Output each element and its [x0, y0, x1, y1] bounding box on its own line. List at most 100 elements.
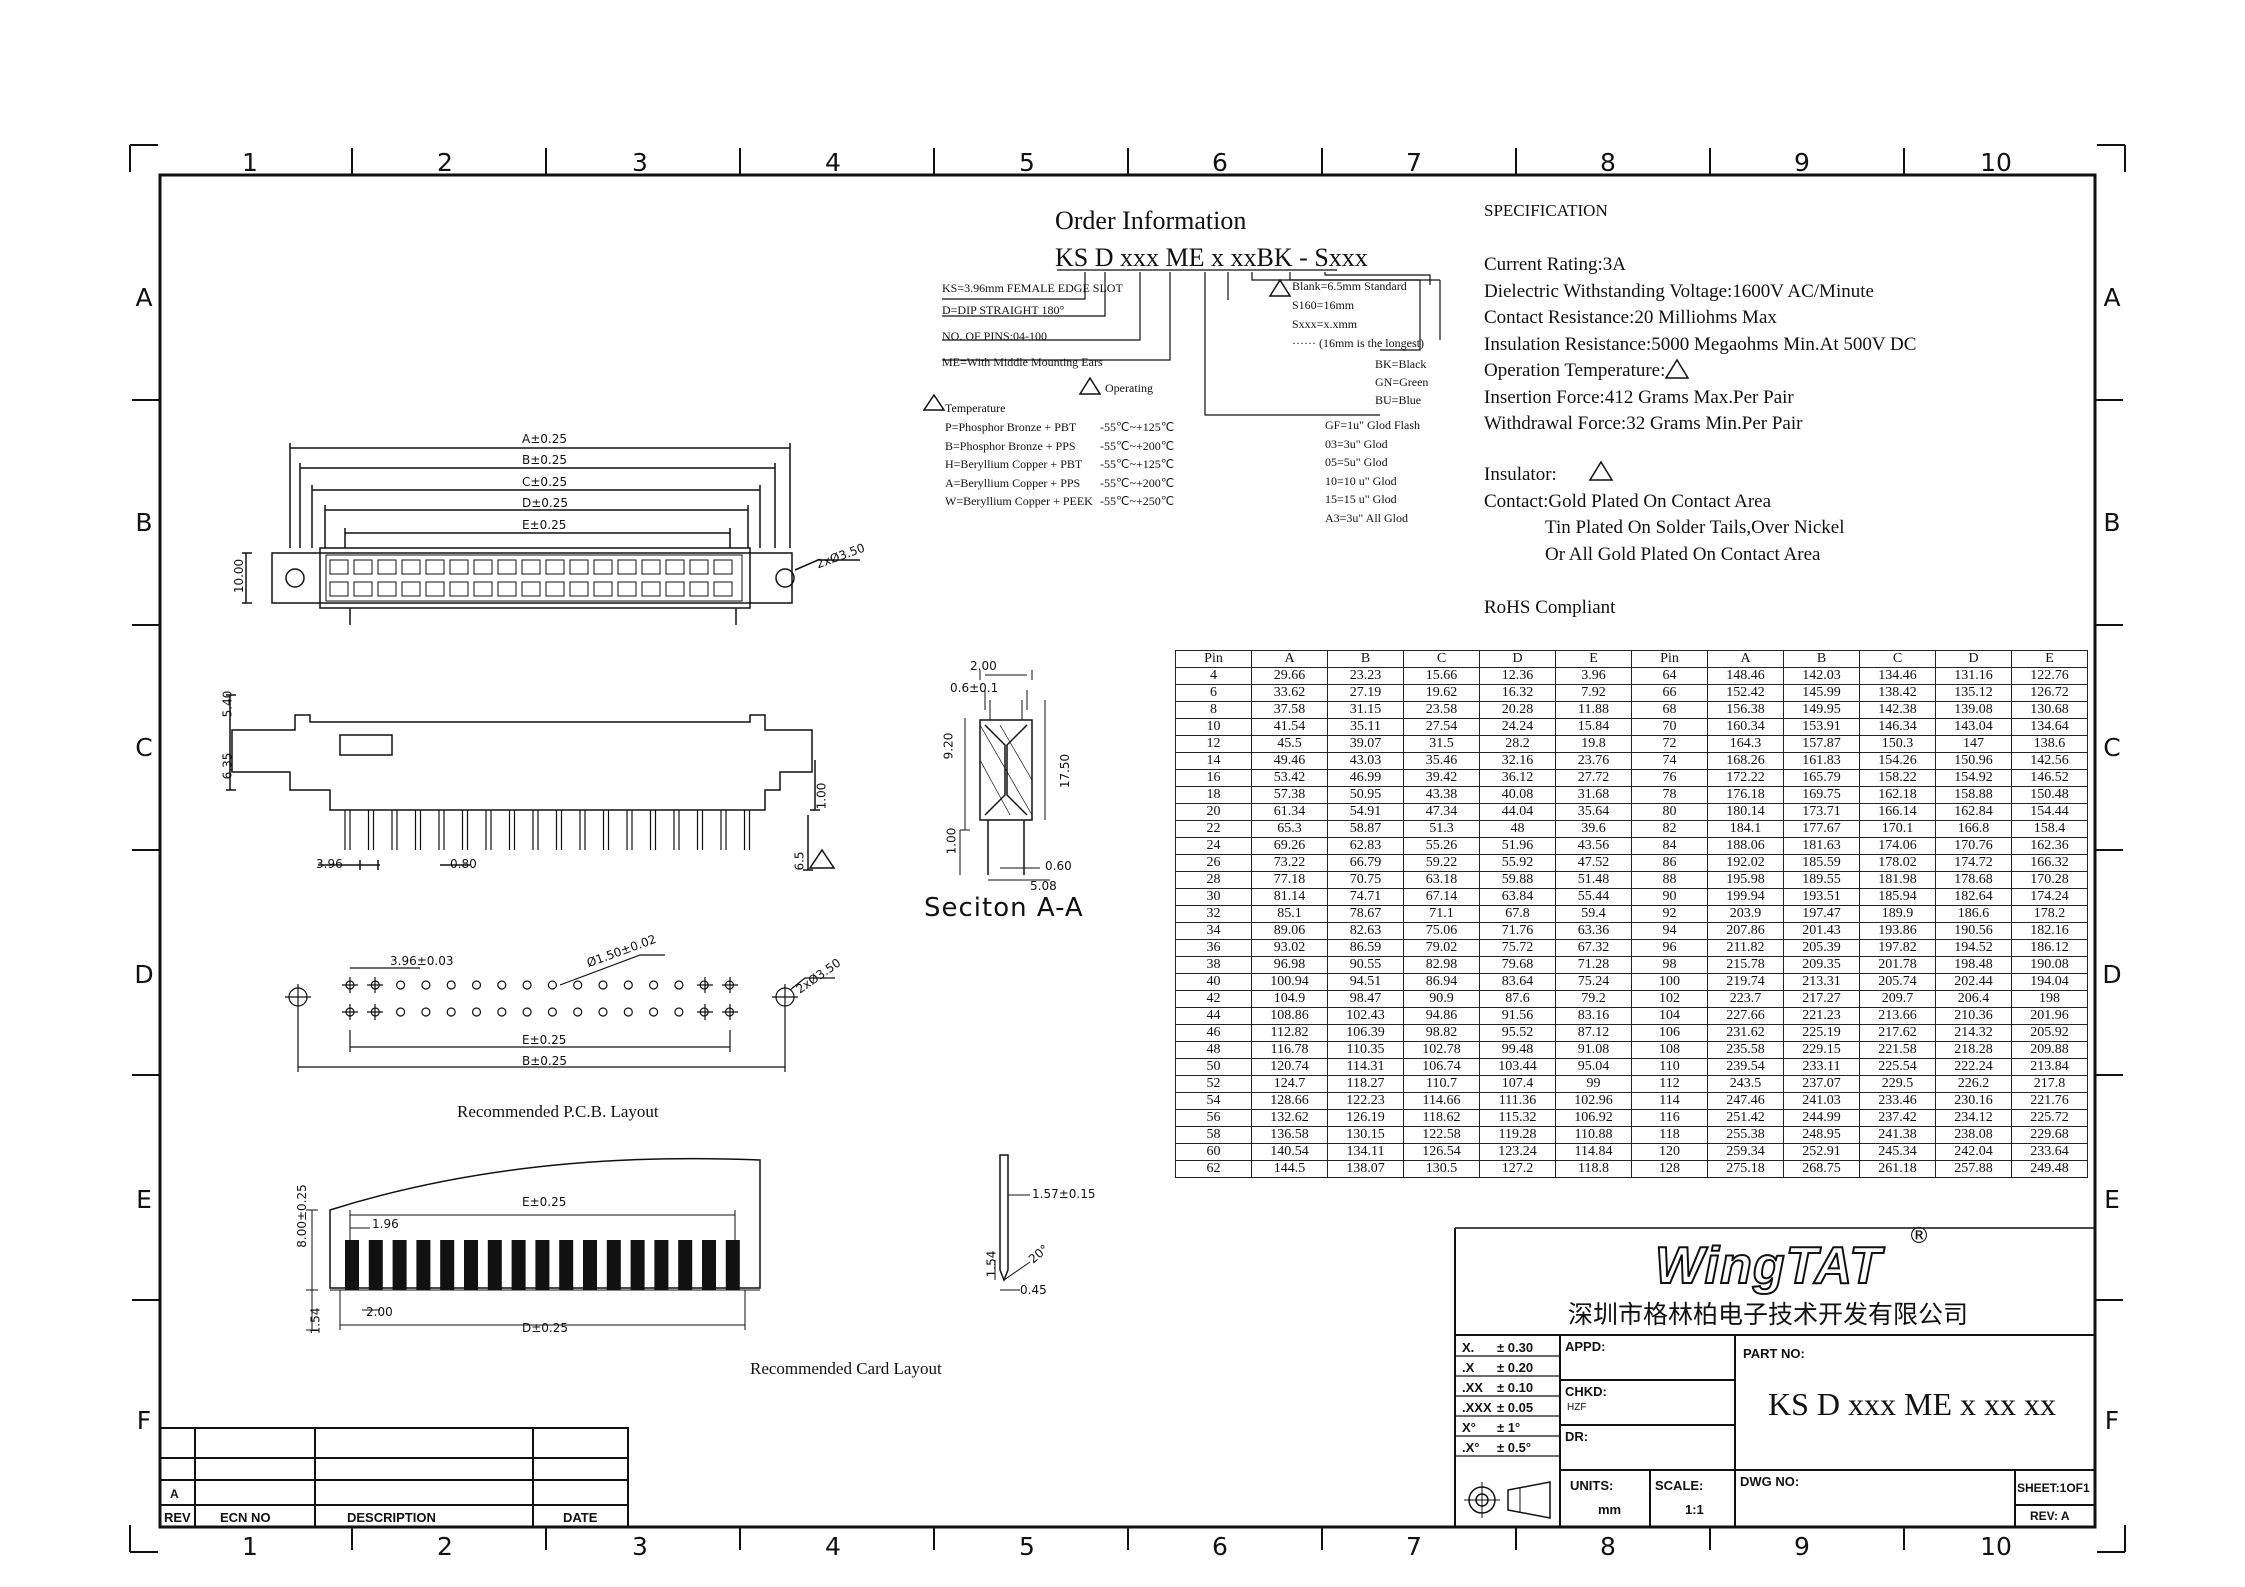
table-cell: 192.02	[1707, 854, 1784, 872]
table-cell: 43.38	[1403, 786, 1480, 804]
tolerance-value: ± 0.20	[1497, 1360, 1534, 1375]
table-cell: 114.84	[1555, 1143, 1632, 1161]
pcb-hole	[471, 1007, 482, 1017]
card-gold-finger	[559, 1240, 574, 1290]
table-cell: 229.68	[2011, 1126, 2088, 1144]
table-cell: 166.32	[2011, 854, 2088, 872]
side-pin	[720, 810, 727, 850]
top-pin-slot	[521, 581, 541, 597]
table-cell: 31.15	[1327, 701, 1404, 719]
zone-col-bottom: 10	[1980, 1532, 2012, 1561]
pcb-hole	[396, 1007, 406, 1017]
table-cell: 122.23	[1327, 1092, 1404, 1110]
zone-row-left: B	[135, 508, 153, 537]
top-pin-slot	[569, 559, 589, 575]
table-header-cell: Pin	[1175, 650, 1252, 668]
table-cell: 71.76	[1479, 922, 1556, 940]
table-cell: 110.35	[1327, 1041, 1404, 1059]
card-e: E±0.25	[522, 1195, 567, 1209]
top-pin-slot	[401, 581, 421, 597]
table-cell: 242.04	[1935, 1143, 2012, 1161]
table-cell: 39.42	[1403, 769, 1480, 787]
table-cell: 35.64	[1555, 803, 1632, 821]
table-cell: 122.58	[1403, 1126, 1480, 1144]
spec-line: Insulation Resistance:5000 Megaohms Min.…	[1484, 333, 1917, 355]
table-cell: 128	[1631, 1160, 1708, 1178]
table-cell: 106	[1631, 1024, 1708, 1042]
table-cell: 214.32	[1935, 1024, 2012, 1042]
table-cell: 108	[1631, 1041, 1708, 1059]
card-gold-finger	[487, 1240, 502, 1290]
card-gold-finger	[535, 1240, 550, 1290]
dim-b: B±0.25	[522, 453, 568, 467]
table-cell: 63.36	[1555, 922, 1632, 940]
table-cell: 3.96	[1555, 667, 1632, 685]
table-cell: 63.18	[1403, 871, 1480, 889]
table-cell: 95.04	[1555, 1058, 1632, 1076]
table-cell: 37.58	[1251, 701, 1328, 719]
rev-header-ecn: ECN NO	[220, 1510, 271, 1525]
table-cell: 80	[1631, 803, 1708, 821]
table-cell: 74.71	[1327, 888, 1404, 906]
table-cell: 19.62	[1403, 684, 1480, 702]
table-cell: 51.96	[1479, 837, 1556, 855]
table-cell: 22	[1175, 820, 1252, 838]
card-w: 2.00	[366, 1305, 393, 1319]
table-header-cell: B	[1327, 650, 1404, 668]
table-cell: 150.3	[1859, 735, 1936, 753]
top-pin-slot	[713, 559, 733, 575]
pcb-hole	[598, 1007, 608, 1017]
table-cell: 259.34	[1707, 1143, 1784, 1161]
table-cell: 166.14	[1859, 803, 1936, 821]
code-part-dash: -	[1299, 243, 1308, 272]
table-cell: 130.5	[1403, 1160, 1480, 1178]
zone-row-left: E	[136, 1185, 152, 1214]
table-cell: 67.8	[1479, 905, 1556, 923]
table-cell: 213.84	[2011, 1058, 2088, 1076]
pcb-hole	[547, 980, 558, 990]
table-cell: 62.83	[1327, 837, 1404, 855]
corner-mark-br	[2097, 1525, 2126, 1553]
table-cell: 78.67	[1327, 905, 1404, 923]
table-cell: 83.64	[1479, 973, 1556, 991]
card-h: 8.00±0.25	[294, 1184, 309, 1248]
table-cell: 130.15	[1327, 1126, 1404, 1144]
zone-col-bottom: 8	[1600, 1532, 1616, 1561]
table-cell: 46.99	[1327, 769, 1404, 787]
table-cell: 87.6	[1479, 990, 1556, 1008]
table-cell: 181.98	[1859, 871, 1936, 889]
zone-col-top: 2	[437, 148, 453, 177]
material-name: H=Beryllium Copper + PBT	[945, 457, 1083, 471]
table-cell: 168.26	[1707, 752, 1784, 770]
table-cell: 15.84	[1555, 718, 1632, 736]
table-cell: 6	[1175, 684, 1252, 702]
table-cell: 142.56	[2011, 752, 2088, 770]
table-cell: 203.9	[1707, 905, 1784, 923]
card-gold-finger	[725, 1240, 740, 1290]
top-pin-slot	[377, 581, 397, 597]
table-cell: 154.26	[1859, 752, 1936, 770]
table-cell: 54.91	[1327, 803, 1404, 821]
table-cell: 84	[1631, 837, 1708, 855]
table-cell: 158.4	[2011, 820, 2088, 838]
rev-value: REV: A	[2030, 1509, 2070, 1523]
pcb-hole	[446, 1007, 456, 1017]
table-cell: 51.3	[1403, 820, 1480, 838]
table-cell: 202.44	[1935, 973, 2012, 991]
pcb-hole	[446, 980, 456, 990]
table-cell: 66	[1631, 684, 1708, 702]
table-cell: 255.38	[1707, 1126, 1784, 1144]
table-cell: 23.23	[1327, 667, 1404, 685]
dim-side-h2: 6.35	[220, 752, 235, 780]
table-cell: 111.36	[1479, 1092, 1556, 1110]
table-cell: 102.96	[1555, 1092, 1632, 1110]
table-cell: 217.62	[1859, 1024, 1936, 1042]
table-cell: 82.63	[1327, 922, 1404, 940]
part-no-label: PART NO:	[1743, 1346, 1805, 1361]
table-cell: 148.46	[1707, 667, 1784, 685]
